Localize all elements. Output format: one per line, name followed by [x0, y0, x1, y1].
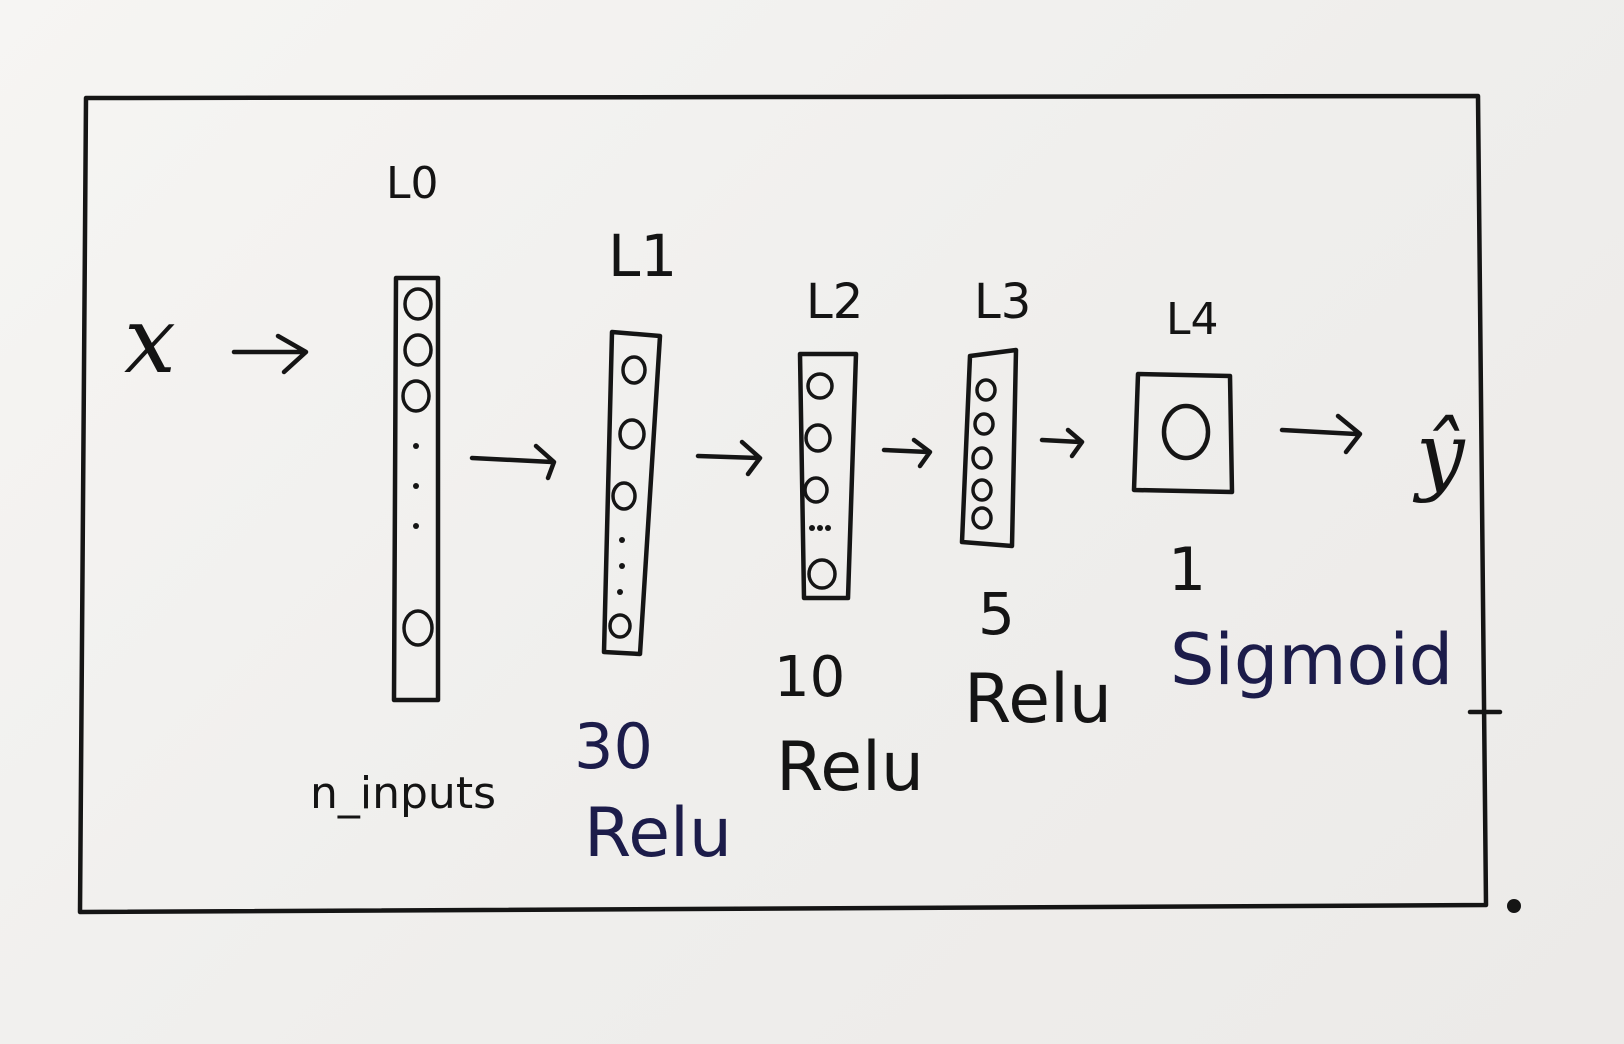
arrow-l1-l2: [695, 439, 763, 477]
diagram-frame: [77, 93, 1489, 915]
layer-4-size: 1: [1168, 535, 1206, 605]
input-symbol: x: [124, 287, 176, 394]
layer-3-activation: Relu: [964, 660, 1112, 739]
layer-2-activation: Relu: [776, 728, 924, 807]
layer-0-name: L0: [386, 158, 439, 209]
output-symbol: ŷ: [1412, 405, 1466, 505]
input-arrow: [231, 333, 309, 375]
arrow-l3-l4: [1039, 427, 1085, 459]
layer-2-box: [797, 351, 859, 601]
layer-3-name: L3: [974, 274, 1031, 330]
layer-3-size: 5: [978, 580, 1015, 648]
layer-4-box: [1131, 371, 1235, 495]
arrow-l2-l3: [881, 437, 933, 469]
arrow-l0-l1: [469, 443, 557, 481]
layer-4-activation: Sigmoid: [1170, 619, 1453, 701]
layer-1-activation: Relu: [584, 794, 732, 873]
layer-3-box: [959, 347, 1019, 549]
layer-1-box: [601, 329, 663, 657]
layer-2-size: 10: [774, 645, 845, 710]
layer-1-size: 30: [574, 710, 653, 783]
layer-0-box: [391, 275, 441, 703]
layer-4-name: L4: [1166, 294, 1219, 345]
output-arrow: [1279, 413, 1363, 455]
layer-2-name: L2: [806, 274, 863, 330]
layer-0-size: n_inputs: [310, 768, 496, 819]
frame-corner-dot: [1507, 899, 1521, 913]
layer-1-name: L1: [608, 222, 677, 290]
